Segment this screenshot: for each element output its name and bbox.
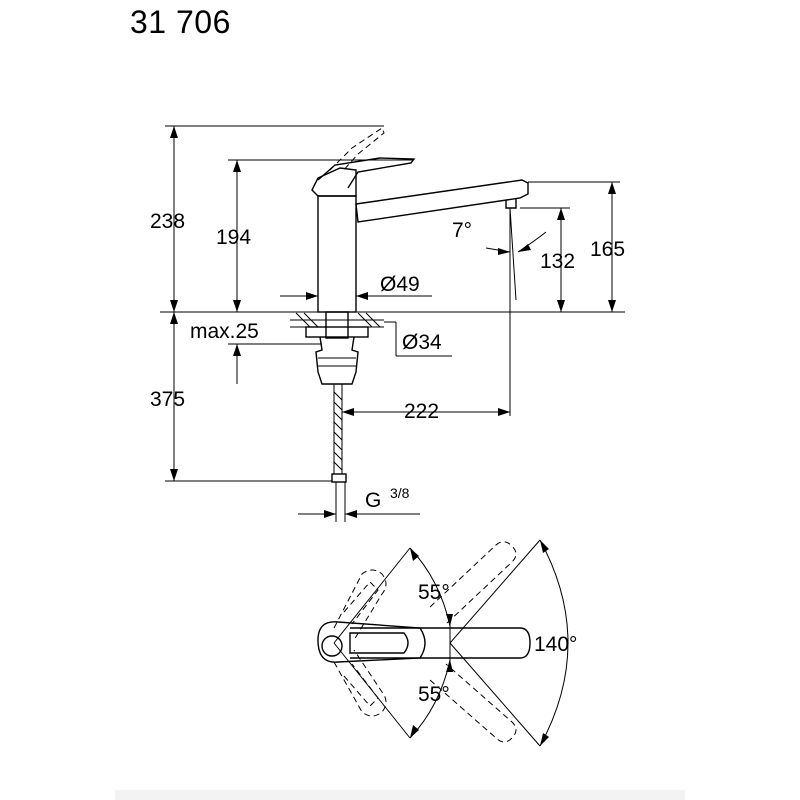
arrow (233, 344, 241, 356)
threaded-shank (325, 311, 349, 339)
lever-collar (311, 167, 357, 197)
lever-grip-top-view (349, 632, 409, 654)
lever-handle (317, 157, 416, 189)
arrow (498, 244, 531, 255)
dimension-375: 375 (150, 388, 185, 411)
lever-top-view (317, 621, 426, 663)
lever-rotated-up-grip (343, 581, 379, 625)
lever-rotated-up (333, 569, 387, 641)
dimension-thread: G (365, 489, 381, 512)
hose-connector (331, 473, 347, 483)
fixing-nut (315, 336, 359, 385)
spout (355, 179, 529, 223)
angle-ray-lower-right (449, 642, 541, 747)
dimension-max25: max.25 (190, 320, 259, 343)
faucet-body (317, 195, 357, 313)
outlet-centerline (509, 207, 517, 301)
angle-55-upper: 55° (418, 581, 450, 604)
arrow (306, 292, 368, 300)
dimension-132: 132 (540, 250, 575, 273)
angle-140: 140° (534, 633, 577, 656)
spout-rotated-down (429, 663, 517, 743)
footer-band (115, 790, 685, 800)
lever-rotated-down (333, 649, 387, 717)
arrow (410, 660, 453, 738)
angle-ray-upper-left (333, 547, 411, 644)
arrow (557, 208, 565, 312)
spout-outlet (505, 198, 517, 209)
lever-raised-outline (329, 127, 385, 173)
dimension-165: 165 (590, 238, 625, 261)
arc-140 (539, 539, 569, 747)
arrow (410, 548, 453, 626)
dimension-238: 238 (150, 210, 185, 233)
dimension-194: 194 (216, 226, 251, 249)
faucet-top-view: 55° 55° 140° (317, 539, 577, 747)
dimension-d49: Ø49 (380, 273, 420, 296)
spout-rotated-up (429, 541, 517, 625)
dimension-spout-angle: 7° (452, 219, 472, 242)
counter-hatch (295, 312, 311, 328)
hose-braid (333, 391, 343, 471)
counter-hatch (365, 312, 381, 328)
angle-ray-lower-left (333, 642, 411, 739)
arrow (324, 510, 357, 518)
angle-ray-upper-right (449, 539, 541, 644)
braided-hose (333, 384, 343, 474)
dimension-d34: Ø34 (402, 331, 442, 354)
dimension-thread-size: 3/8 (390, 485, 410, 501)
faucet-side-view: 238 194 Ø49 7° 132 165 max.25 (150, 125, 625, 522)
fixing-plate (305, 326, 369, 338)
spout-top-view (350, 627, 531, 659)
lever-rotated-down-grip (343, 663, 379, 707)
counter-hatch (357, 312, 373, 328)
lever-pivot (321, 635, 343, 657)
counter-hatch (303, 312, 319, 328)
dimension-222: 222 (404, 400, 439, 423)
page-title: 31 706 (130, 4, 231, 40)
angle-55-lower: 55° (418, 683, 450, 706)
